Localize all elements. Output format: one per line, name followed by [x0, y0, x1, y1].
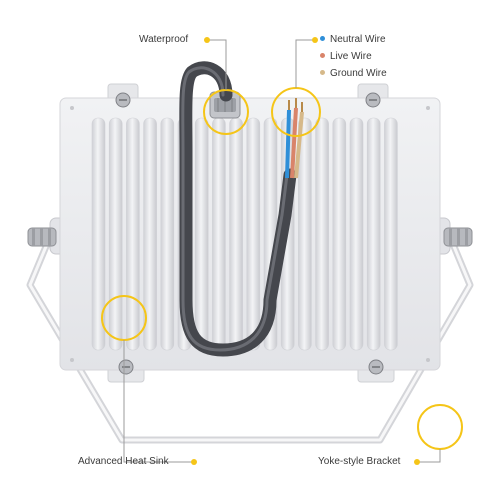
leader-lines	[123, 39, 441, 463]
mounting-screws	[115, 92, 384, 375]
legend-item-ground: Ground Wire	[320, 68, 387, 80]
legend-label: Ground Wire	[330, 68, 387, 79]
heat-sink-fin	[246, 117, 261, 351]
heat-sink-fin	[194, 117, 209, 351]
heat-sink-fin	[126, 117, 140, 351]
exposed-wires	[285, 98, 304, 179]
heat-sink-fin	[298, 117, 312, 351]
heat-sink-label: Advanced Heat Sink	[78, 456, 169, 467]
waterproof-label: Waterproof	[139, 34, 189, 45]
heat-sink-fin	[315, 117, 329, 351]
legend-item-neutral: Neutral Wire	[320, 34, 386, 46]
heat-sink-fin	[91, 117, 106, 351]
legend-label: Neutral Wire	[330, 34, 386, 45]
heat-sink-fin	[332, 117, 347, 351]
leader-dots	[191, 37, 420, 465]
legend-label: Live Wire	[330, 51, 372, 62]
heat-sink-fin	[349, 117, 364, 351]
heat-sink-fin	[366, 117, 381, 351]
heat-sink-fin	[212, 117, 226, 351]
heat-sink-fin	[143, 117, 157, 351]
heat-sink-fin	[229, 117, 243, 351]
legend-item-live: Live Wire	[320, 51, 372, 63]
neutral-wire-color-dot	[320, 35, 325, 41]
heat-sink-fin	[384, 117, 398, 351]
bracket-label: Yoke-style Bracket	[318, 456, 401, 467]
ground-wire-color-dot	[320, 69, 325, 75]
heat-sink-fin	[160, 117, 175, 351]
yoke-bracket	[26, 230, 474, 444]
heat-sink-fin	[108, 117, 123, 351]
live-wire-color-dot	[320, 52, 325, 58]
